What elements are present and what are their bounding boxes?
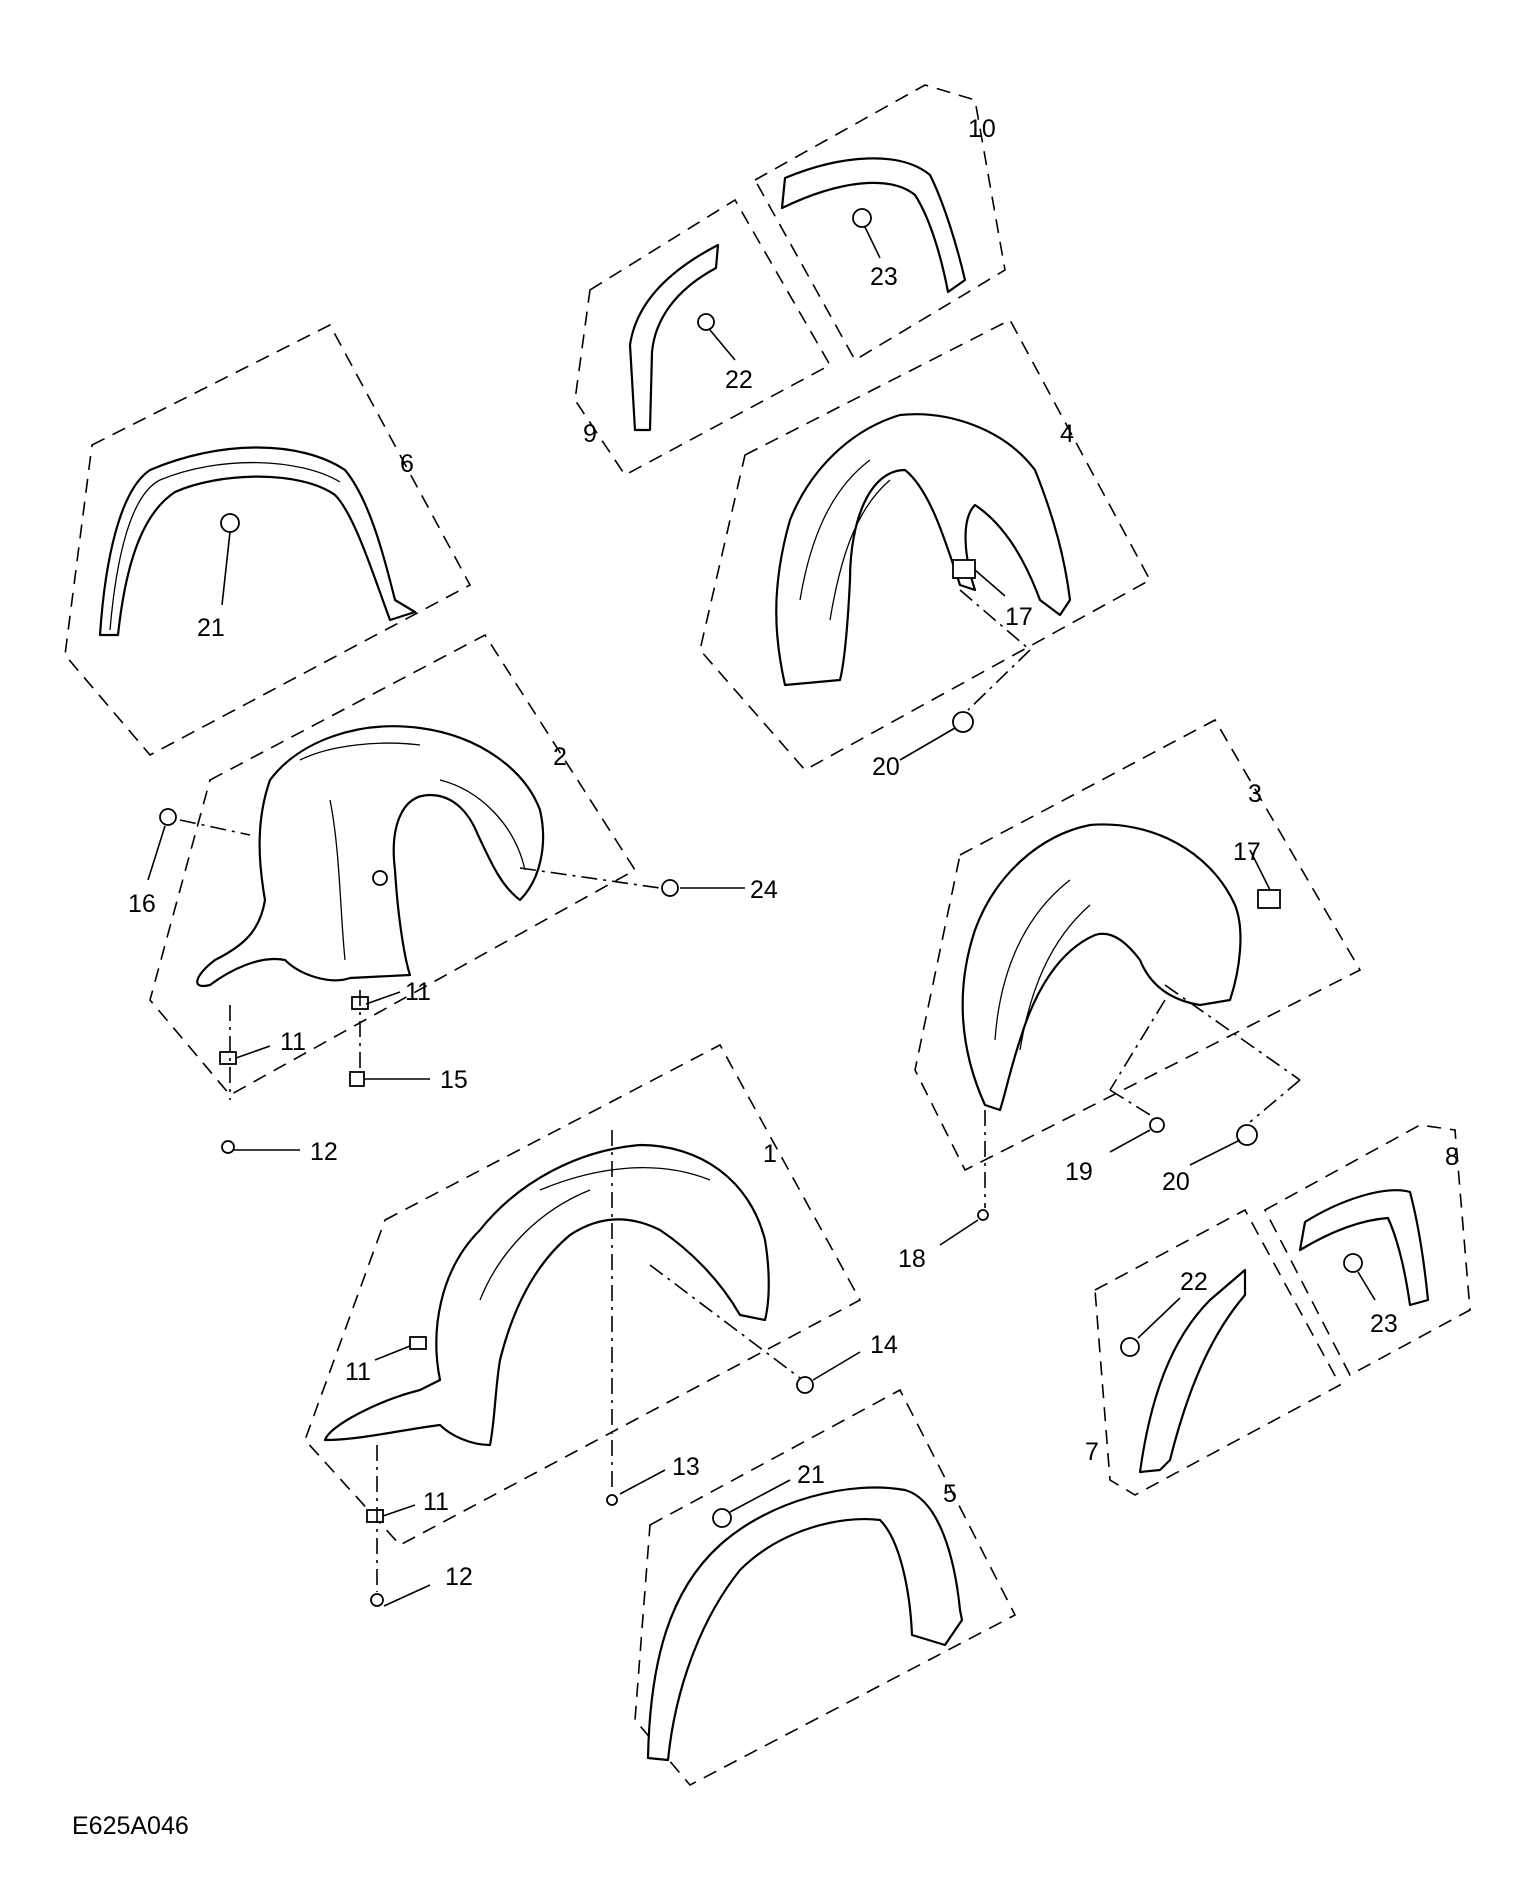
- callout-11-c: 11: [345, 1358, 371, 1386]
- callout-16: 16: [128, 890, 156, 918]
- part-1-wheel-arch-liner: [323, 1143, 770, 1447]
- assembly-lines: [179, 589, 1301, 1592]
- callout-3: 3: [1248, 780, 1262, 808]
- clip-11-c: [409, 1336, 427, 1350]
- clip-17-right: [1257, 889, 1281, 909]
- group-outlines: [64, 84, 1471, 1787]
- outline-part-7: [1094, 1208, 1342, 1496]
- clip-15: [349, 1071, 365, 1087]
- callout-9: 9: [583, 420, 597, 448]
- callout-20-a: 20: [872, 753, 900, 781]
- screw-12-bottom: [370, 1593, 384, 1607]
- outline-part-4: [699, 318, 1152, 772]
- part-2-front-wheel-arch-liner: [196, 725, 545, 988]
- callout-13: 13: [672, 1453, 700, 1481]
- fastener-14: [796, 1376, 814, 1394]
- outline-part-3: [914, 718, 1362, 1172]
- fastener-21-top: [220, 513, 240, 533]
- callout-19: 19: [1065, 1158, 1093, 1186]
- outline-part-6: [64, 323, 472, 757]
- outline-part-5: [634, 1388, 1017, 1787]
- part-5-wheel-arch-moulding: [646, 1486, 964, 1762]
- callout-12-b: 12: [445, 1563, 473, 1591]
- fastener-22-top: [697, 313, 715, 331]
- fastener-19: [1149, 1117, 1165, 1133]
- screw-13: [606, 1494, 618, 1506]
- callout-22-a: 22: [725, 366, 753, 394]
- callout-15: 15: [440, 1066, 468, 1094]
- callout-21-b: 21: [797, 1461, 825, 1489]
- callout-17-b: 17: [1233, 838, 1261, 866]
- callout-18: 18: [898, 1245, 926, 1273]
- part-3-wheel-arch-liner: [961, 823, 1242, 1112]
- fastener-23-top: [852, 208, 872, 228]
- screw-18: [977, 1209, 989, 1221]
- part-4-wheel-arch-liner: [775, 413, 1072, 687]
- leader-lines: [147, 226, 1376, 1607]
- fastener-16: [159, 808, 177, 826]
- outline-part-1: [304, 1043, 862, 1546]
- callout-11-b: 11: [280, 1028, 306, 1056]
- callout-6: 6: [400, 450, 414, 478]
- clip-11-b: [219, 1051, 237, 1065]
- callout-7: 7: [1085, 1438, 1099, 1466]
- callout-12-a: 12: [310, 1138, 338, 1166]
- outline-part-8: [1263, 1124, 1471, 1377]
- outline-part-2: [149, 633, 637, 1097]
- callout-4: 4: [1060, 420, 1074, 448]
- callout-11-a: 11: [405, 978, 431, 1006]
- part-6-wheel-arch-moulding: [98, 446, 417, 637]
- callout-8: 8: [1445, 1143, 1459, 1171]
- fastener-20-top: [952, 711, 974, 733]
- callout-24: 24: [750, 876, 778, 904]
- outline-part-10: [753, 84, 1006, 362]
- part-7-moulding: [1138, 1268, 1247, 1474]
- part-9-moulding: [628, 243, 720, 432]
- fastener-24: [661, 879, 679, 897]
- outline-part-9: [574, 198, 832, 477]
- callout-23-b: 23: [1370, 1310, 1398, 1338]
- callout-23-a: 23: [870, 263, 898, 291]
- callout-17-a: 17: [1005, 603, 1033, 631]
- callout-1: 1: [763, 1140, 777, 1168]
- fastener-22-right: [1120, 1337, 1140, 1357]
- callout-5: 5: [943, 1480, 957, 1508]
- callout-2: 2: [553, 743, 567, 771]
- callout-20-b: 20: [1162, 1168, 1190, 1196]
- callout-11-d: 11: [423, 1488, 449, 1516]
- screw-12-top: [221, 1140, 235, 1154]
- callout-22-b: 22: [1180, 1268, 1208, 1296]
- fastener-21-bottom: [712, 1508, 732, 1528]
- fastener-23-right: [1343, 1253, 1363, 1273]
- callout-10: 10: [968, 115, 996, 143]
- callout-14: 14: [870, 1331, 898, 1359]
- drawing-code: E625A046: [72, 1812, 189, 1840]
- clip-17-top: [952, 559, 976, 579]
- callout-21-a: 21: [197, 614, 225, 642]
- fastener-20-right: [1236, 1124, 1258, 1146]
- clip-11-d: [366, 1509, 384, 1523]
- callout-labels: 1 2 3 4 5 6 7 8 9 10 11 11 11 11 12 12 1…: [128, 115, 1459, 1591]
- part-8-moulding: [1298, 1189, 1430, 1307]
- part-10-moulding: [780, 157, 967, 294]
